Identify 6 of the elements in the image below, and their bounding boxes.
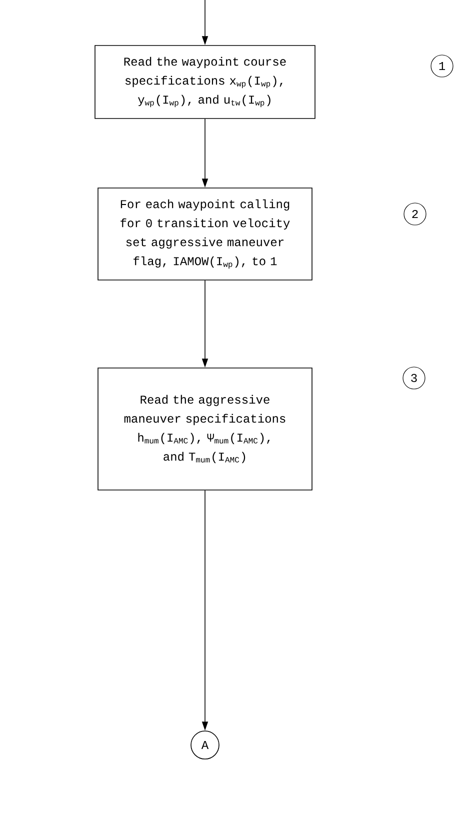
- step-number: 3: [402, 366, 426, 390]
- step-number: 2: [404, 202, 426, 226]
- process-box: Read the aggressive maneuver specifications h$_{mum}$(I$_{AMC}$), Ψ$_{mum}$(I$_{AMC}$), and T$_{mum}$(I$_{AMC}$): [98, 368, 312, 490]
- process-box: Read the waypoint course specifications x$_{wp}$(I$_{wp}$), y$_{wp}$(I$_{wp}$), and u$_{tw}$(I$_{wp}$): [94, 45, 316, 119]
- process-box: For each waypoint calling for 0 transition velocity set aggressive maneuver flag, IAMOW(I$_{wp}$), to 1: [98, 188, 312, 280]
- step-number: 1: [430, 54, 454, 78]
